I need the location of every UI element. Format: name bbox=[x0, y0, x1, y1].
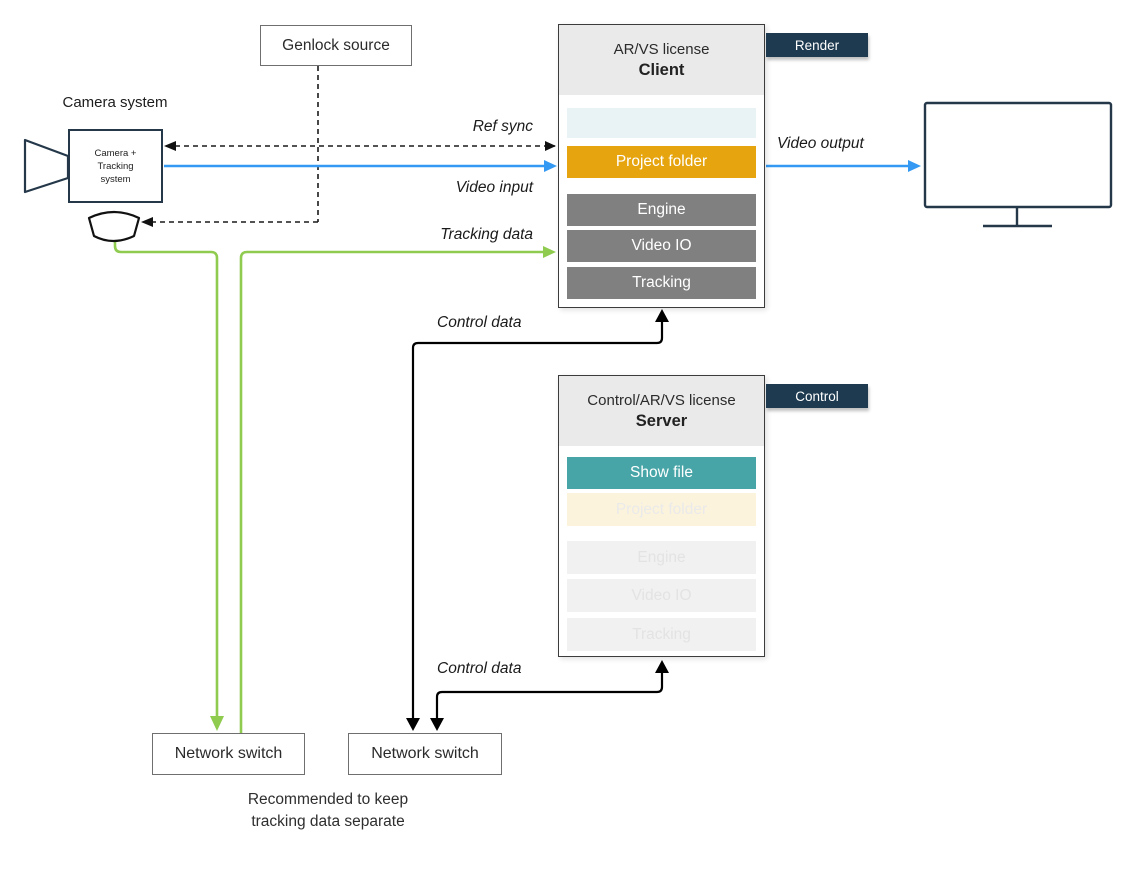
connector-genlock bbox=[153, 66, 555, 223]
server-row-engine: Engine bbox=[567, 541, 756, 574]
ref-sync-label: Ref sync bbox=[472, 118, 533, 135]
video-input-label: Video input bbox=[455, 179, 533, 196]
connector-control-client-switch bbox=[406, 309, 669, 731]
render-tag: Render bbox=[766, 33, 868, 57]
control-tag: Control bbox=[766, 384, 868, 408]
client-row-engine: Engine bbox=[567, 194, 756, 226]
camera-box-line1: Camera + bbox=[94, 147, 137, 159]
tracking-data-label: Tracking data bbox=[440, 226, 533, 243]
camera-system-label: Camera system bbox=[62, 94, 168, 111]
server-row-tracking: Tracking bbox=[567, 618, 756, 651]
server-box-header: Control/AR/VS license Server bbox=[559, 376, 764, 446]
connector-tracking-camera-to-switch bbox=[113, 239, 224, 731]
server-row-video-io: Video IO bbox=[567, 579, 756, 612]
connector-genlock-arrowheads bbox=[141, 141, 556, 227]
video-output-label: Video output bbox=[777, 135, 864, 152]
tracking-note-line1: Recommended to keep bbox=[247, 791, 409, 808]
client-box-header: AR/VS license Client bbox=[559, 25, 764, 95]
client-license-label: AR/VS license bbox=[613, 40, 710, 58]
client-row-tracking: Tracking bbox=[567, 267, 756, 299]
client-role-label: Client bbox=[638, 60, 685, 79]
connector-tracking-switch-to-client bbox=[239, 246, 556, 733]
camera-box-line2: Tracking bbox=[97, 160, 134, 172]
camera-box-line3: system bbox=[100, 173, 131, 185]
client-row-project-folder: Project folder bbox=[567, 146, 756, 178]
server-role-label: Server bbox=[635, 411, 688, 430]
network-switch-left: Network switch bbox=[152, 733, 305, 775]
control-data-lower-label: Control data bbox=[437, 660, 522, 677]
client-row-video-io: Video IO bbox=[567, 230, 756, 262]
genlock-source-box: Genlock source bbox=[260, 25, 412, 66]
control-data-upper-label: Control data bbox=[437, 314, 522, 331]
network-switch-right: Network switch bbox=[348, 733, 502, 775]
tracking-note-line2: tracking data separate bbox=[251, 812, 405, 830]
tracking-note: Recommended to keep tracking data separa… bbox=[178, 789, 478, 832]
camera-tracking-box: Camera + Tracking system bbox=[68, 129, 163, 203]
connector-control-server-switch bbox=[430, 660, 669, 731]
connector-video-output bbox=[766, 160, 921, 172]
client-row-show-file-slot bbox=[567, 108, 756, 138]
server-box: Control/AR/VS license Server Show file P… bbox=[558, 375, 765, 657]
client-box: AR/VS license Client Project folder Engi… bbox=[558, 24, 765, 308]
server-row-show-file: Show file bbox=[567, 457, 756, 489]
server-license-label: Control/AR/VS license bbox=[587, 391, 736, 409]
monitor-icon bbox=[923, 101, 1113, 228]
connector-video-input bbox=[164, 160, 557, 172]
server-row-project-folder: Project folder bbox=[567, 493, 756, 526]
tracking-sensor-icon bbox=[87, 210, 141, 243]
camera-lens-icon bbox=[23, 138, 70, 194]
